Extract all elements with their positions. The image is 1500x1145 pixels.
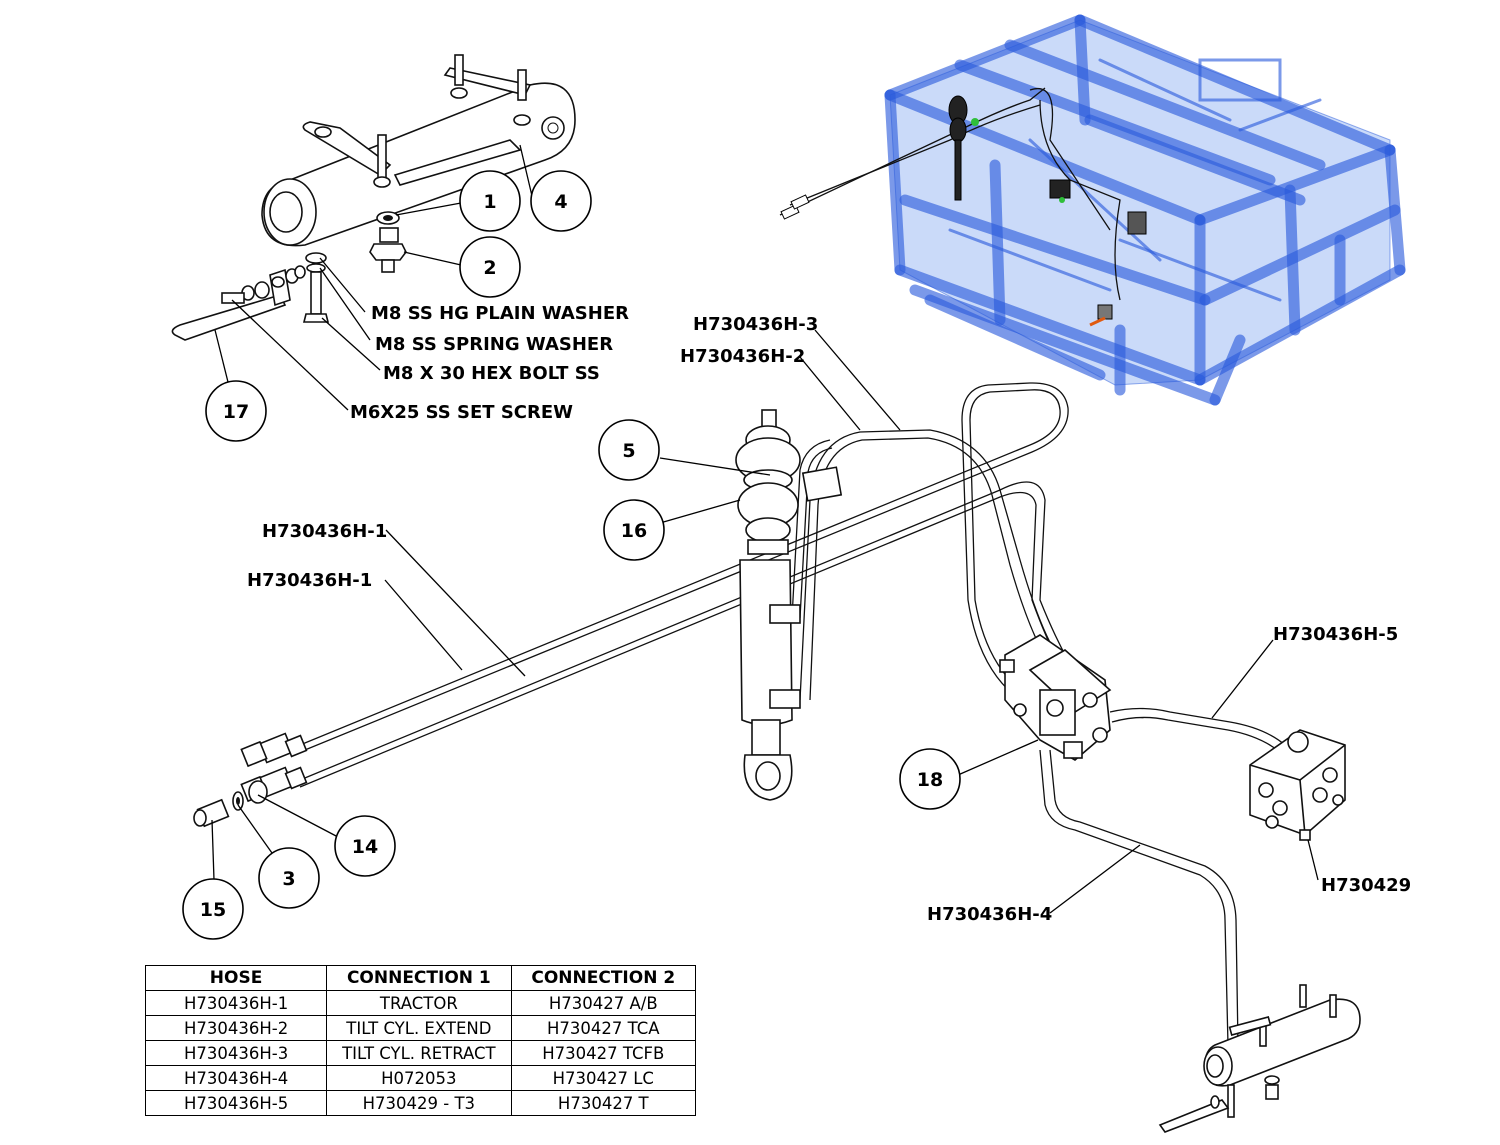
svg-text:5: 5: [622, 440, 635, 462]
table-cell: H730427 T: [510, 1090, 697, 1116]
table-cell: H730427 A/B: [510, 990, 697, 1016]
callout-14: 14: [334, 815, 396, 877]
callout-16: 16: [603, 499, 665, 561]
column-header-connection-2: CONNECTION 2: [510, 965, 697, 991]
label-set-screw: M6X25 SS SET SCREW: [350, 402, 573, 423]
callout-3: 3: [258, 847, 320, 909]
tractor-end-fittings: [193, 732, 308, 828]
table-row: H730436H-4 H072053 H730427 LC: [144, 1065, 697, 1091]
cylinder-exploded-view: [171, 54, 576, 341]
svg-text:14: 14: [352, 836, 378, 858]
frame-assembly-view: [779, 14, 1406, 406]
hose-connection-table: HOSE CONNECTION 1 CONNECTION 2 H730436H-…: [144, 965, 697, 1116]
callout-4: 4: [530, 170, 592, 232]
callout-5: 5: [598, 419, 660, 481]
table-cell: H072053: [326, 1065, 512, 1091]
table-cell: H730436H-5: [144, 1090, 328, 1116]
leader-lines: [211, 144, 1319, 914]
table-cell: H730427 LC: [510, 1065, 697, 1091]
svg-text:4: 4: [554, 191, 567, 213]
svg-text:16: 16: [621, 520, 647, 542]
table-header-row: HOSE CONNECTION 1 CONNECTION 2: [144, 965, 697, 991]
table-row: H730436H-2 TILT CYL. EXTEND H730427 TCA: [144, 1015, 697, 1041]
column-header-hose: HOSE: [144, 965, 328, 991]
label-hose-4: H730436H-4: [927, 904, 1052, 925]
label-hose-2: H730436H-2: [680, 346, 805, 367]
callout-15: 15: [182, 878, 244, 940]
table-cell: H730436H-2: [144, 1015, 328, 1041]
svg-text:17: 17: [223, 401, 249, 423]
svg-text:3: 3: [282, 868, 295, 890]
label-hex-bolt: M8 X 30 HEX BOLT SS: [383, 363, 600, 384]
table-row: H730436H-3 TILT CYL. RETRACT H730427 TCF…: [144, 1040, 697, 1066]
table-row: H730436H-1 TRACTOR H730427 A/B: [144, 990, 697, 1016]
callout-18: 18: [899, 748, 961, 810]
callout-1: 1: [459, 170, 521, 232]
svg-text:2: 2: [483, 257, 496, 279]
label-hose-1-lower: H730436H-1: [247, 570, 372, 591]
bottom-cylinder: [1158, 984, 1361, 1133]
svg-text:18: 18: [917, 769, 943, 791]
hose-routing: [299, 382, 1286, 1046]
table-cell: TILT CYL. RETRACT: [326, 1040, 512, 1066]
label-hose-3: H730436H-3: [693, 314, 818, 335]
label-plain-washer: M8 SS HG PLAIN WASHER: [371, 303, 629, 324]
table-cell: H730436H-3: [144, 1040, 328, 1066]
svg-text:1: 1: [483, 191, 496, 213]
table-cell: TRACTOR: [326, 990, 512, 1016]
table-cell: H730427 TCFB: [510, 1040, 697, 1066]
control-valve: [999, 634, 1112, 761]
table-cell: H730436H-1: [144, 990, 328, 1016]
label-hose-1-upper: H730436H-1: [262, 521, 387, 542]
table-cell: H730436H-4: [144, 1065, 328, 1091]
tilt-cylinder: [735, 409, 843, 801]
column-header-connection-1: CONNECTION 1: [326, 965, 512, 991]
table-cell: H730429 - T3: [326, 1090, 512, 1116]
svg-text:15: 15: [200, 899, 226, 921]
label-spring-washer: M8 SS SPRING WASHER: [375, 334, 613, 355]
valve-h730429: [1249, 729, 1346, 841]
callout-2: 2: [459, 236, 521, 298]
label-hose-5: H730436H-5: [1273, 624, 1398, 645]
table-cell: H730427 TCA: [510, 1015, 697, 1041]
callout-17: 17: [205, 380, 267, 442]
label-valve-h730429: H730429: [1321, 875, 1411, 896]
table-row: H730436H-5 H730429 - T3 H730427 T: [144, 1090, 697, 1116]
table-cell: TILT CYL. EXTEND: [326, 1015, 512, 1041]
